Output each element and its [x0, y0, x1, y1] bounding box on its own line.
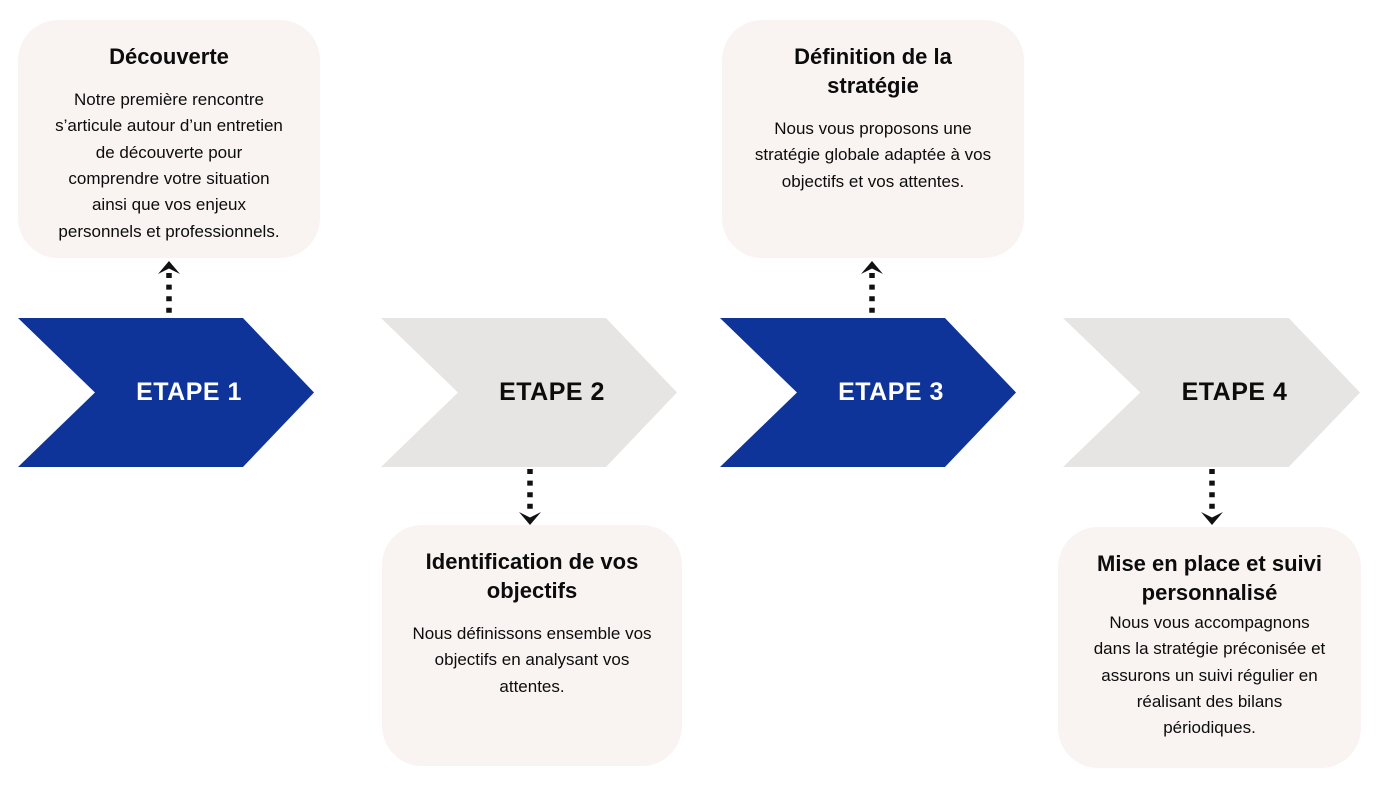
step-2-card-body: Nous définissons ensemble vos objectifs …: [412, 624, 652, 696]
step-4-card-title: Mise en place et suivi personnalisé: [1097, 551, 1322, 606]
dotted-arrow-down-icon: [519, 469, 541, 525]
step-2-label: ETAPE 2: [499, 378, 605, 406]
step-4-chevron: ETAPE 4: [1063, 318, 1360, 467]
dotted-arrow-up-icon: [158, 261, 180, 317]
step-2-card: Identification de vos objectifs Nous déf…: [382, 525, 682, 766]
step-1-card-title: Découverte: [109, 44, 229, 69]
step-3-card-title: Définition de la stratégie: [794, 44, 952, 99]
step-2-card-title: Identification de vos objectifs: [425, 549, 639, 604]
step-3-chevron: ETAPE 3: [720, 318, 1016, 467]
step-1-card: Découverte Notre première rencontre s’ar…: [18, 20, 320, 258]
step-2-chevron: ETAPE 2: [381, 318, 677, 467]
step-3-label: ETAPE 3: [838, 378, 944, 406]
step-4-label: ETAPE 4: [1181, 378, 1288, 406]
step-3-card: Définition de la stratégie Nous vous pro…: [722, 20, 1024, 258]
step-1-card-body: Notre première rencontre s’articule auto…: [55, 90, 283, 241]
step-1-chevron: ETAPE 1: [18, 318, 314, 467]
step-3-card-body: Nous vous proposons une stratégie global…: [754, 119, 992, 191]
step-4-card-body: Nous vous accompagnons dans la stratégie…: [1093, 613, 1326, 738]
step-1-label: ETAPE 1: [136, 378, 242, 406]
dotted-arrow-up-icon: [861, 261, 883, 317]
step-4-card: Mise en place et suivi personnalisé Nous…: [1058, 527, 1361, 768]
dotted-arrow-down-icon: [1201, 469, 1223, 525]
